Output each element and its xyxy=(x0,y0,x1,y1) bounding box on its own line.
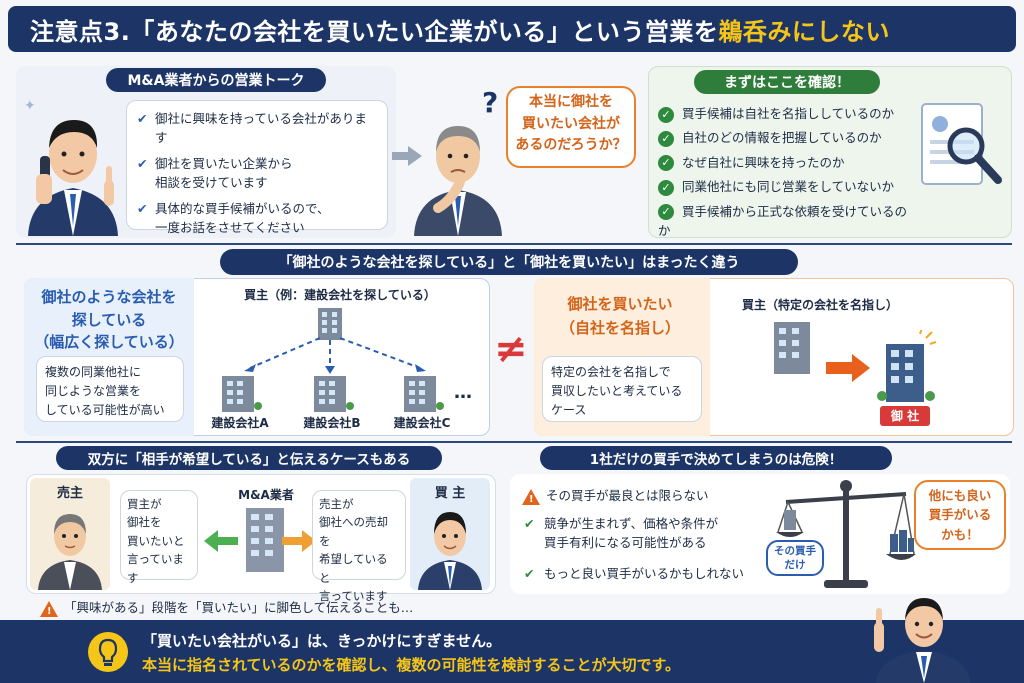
arrow-orange-icon xyxy=(826,354,870,386)
title-prefix: 注意点3.「あなたの会社を買いたい企業がいる」という営業を xyxy=(30,17,719,46)
arrow-right-icon xyxy=(392,146,422,170)
lightbulb-icon xyxy=(86,630,130,678)
green-check-icon: ✓ xyxy=(658,179,674,196)
search-arrows xyxy=(220,334,460,378)
specific-heading: 御社を買いたい （自社を名指し） xyxy=(559,295,680,337)
footer-line-1: 「買いたい会社がいる」は、きっかけにすぎません。 xyxy=(142,632,502,650)
check-icon: ✔ xyxy=(137,200,148,216)
check-icon: ✔ xyxy=(137,111,148,126)
both-sides-pill: 双方に「相手が希望している」と伝えるケースもある xyxy=(56,446,442,470)
question-mark: ? xyxy=(482,86,499,119)
sales-talk-list: ✔御社に興味を持っている会社があります ✔御社を買いたい企業から 相談を受けてい… xyxy=(126,100,388,235)
single-buyer-item-1: ✔競争が生まれず、価格や条件が 買手有利になる可能性がある xyxy=(524,516,719,551)
exaggeration-warning: !「興味がある」段階を「買いたい」に脚色して伝えることも… xyxy=(40,598,500,617)
single-buyer-pill: 1社だけの買手で決めてしまうのは危険！ xyxy=(540,446,892,470)
talk-item-2: ✔御社を買いたい企業から 相談を受けています xyxy=(137,155,293,191)
specific-note: 特定の会社を名指しで 買収したいと考えている ケース xyxy=(542,356,702,422)
message-to-buyer: 売主が 御社への売却を 希望していると 言っています xyxy=(312,490,406,603)
check-item-2: ✓自社のどの情報を把握しているのか xyxy=(658,128,918,147)
agent-label: M&A業者 xyxy=(238,488,294,502)
check-icon: ✔ xyxy=(524,516,535,531)
company-b-label: 建設会社B xyxy=(303,416,361,430)
thinking-man-illustration xyxy=(408,96,508,236)
check-list: ✓買手候補は自社を名指ししているのか ✓自社のどの情報を把握しているのか ✓なぜ… xyxy=(658,104,918,240)
warning-icon: ! xyxy=(522,488,540,505)
footer-band xyxy=(0,620,1024,683)
target-company-label: 御 社 xyxy=(880,406,930,426)
other-buyers-bubble: 他にも良い 買手がいる かも！ xyxy=(914,480,1006,550)
footer-line-2: 本当に指名されているのかを確認し、複数の可能性を検討することが大切です。 xyxy=(142,656,681,674)
specific-buyer-building xyxy=(770,320,816,380)
buyer-illustration xyxy=(414,496,486,594)
check-icon: ✔ xyxy=(524,566,535,581)
presenter-illustration xyxy=(868,592,978,683)
check-item-3: ✓なぜ自社に興味を持ったのか xyxy=(658,153,918,172)
company-b-building xyxy=(310,372,354,416)
check-item-5: ✓買手候補から正式な依頼を受けているのか xyxy=(658,203,908,238)
separator-2 xyxy=(16,441,1012,443)
company-c-label: 建設会社C xyxy=(393,416,451,430)
broad-search-heading: 御社のような会社を 探している （幅広く探している） xyxy=(34,288,184,351)
document-magnifier-icon xyxy=(918,100,1004,200)
green-check-icon: ✓ xyxy=(658,155,674,172)
separator-1 xyxy=(16,243,1012,245)
company-c-building xyxy=(400,372,444,416)
scale-label: その買手 だけ xyxy=(766,540,824,576)
message-to-seller: 買主が 御社を 買いたいと 言っています xyxy=(120,490,198,585)
green-check-icon: ✓ xyxy=(658,130,674,147)
buyer-example-label: 買主（例：建設会社を探している） xyxy=(244,288,436,302)
difference-pill: 「御社のような会社を探している」と「御社を買いたい」はまったく違う xyxy=(220,249,798,275)
balance-scale-icon xyxy=(776,476,916,598)
buyer-building-icon xyxy=(316,306,346,346)
check-item-4: ✓同業他社にも同じ営業をしていないか xyxy=(658,177,918,196)
buyer-label: 買 主 xyxy=(434,486,466,501)
check-item-1: ✓買手候補は自社を名指ししているのか xyxy=(658,104,918,123)
single-buyer-warning: !その買手が最良とは限らない xyxy=(522,486,709,505)
salesman-illustration xyxy=(18,96,128,236)
company-a-label: 建設会社A xyxy=(211,416,269,430)
company-a-building xyxy=(218,372,262,416)
arrow-left-green-icon xyxy=(204,530,238,556)
check-pill: まずはここを確認！ xyxy=(694,70,880,94)
single-buyer-item-2: ✔もっと良い買手がいるかもしれない xyxy=(522,564,772,583)
seller-label: 売主 xyxy=(56,486,83,501)
sparkle-icon: ✦ xyxy=(24,98,36,114)
agent-building-icon xyxy=(240,504,290,578)
not-equal-sign: ≠ xyxy=(494,326,528,372)
check-icon: ✔ xyxy=(137,155,148,171)
target-company-building xyxy=(876,327,937,408)
talk-item-1: ✔御社に興味を持っている会社があります xyxy=(137,111,367,146)
arrow-right-orange-icon xyxy=(282,530,316,556)
sales-talk-pill: M&A業者からの営業トーク xyxy=(106,68,326,92)
warning-icon: ! xyxy=(40,600,58,617)
broad-search-note: 複数の同業他社に 同じような営業を している可能性が高い xyxy=(36,356,184,422)
green-check-icon: ✓ xyxy=(658,204,674,220)
ellipsis: … xyxy=(454,382,472,403)
talk-item-3: ✔具体的な買手候補がいるので、 一度お話をさせてください xyxy=(137,200,330,235)
buyer-specific-label: 買主（特定の会社を名指し） xyxy=(741,298,898,312)
green-check-icon: ✓ xyxy=(658,106,674,123)
title-highlight: 鵜呑みにしない xyxy=(718,17,890,46)
doubt-bubble: 本当に御社を 買いたい会社が あるのだろうか？ xyxy=(506,86,636,168)
seller-illustration xyxy=(34,496,106,594)
page-title: 注意点3.「あなたの会社を買いたい企業がいる」という営業を鵜呑みにしない xyxy=(8,6,1016,52)
